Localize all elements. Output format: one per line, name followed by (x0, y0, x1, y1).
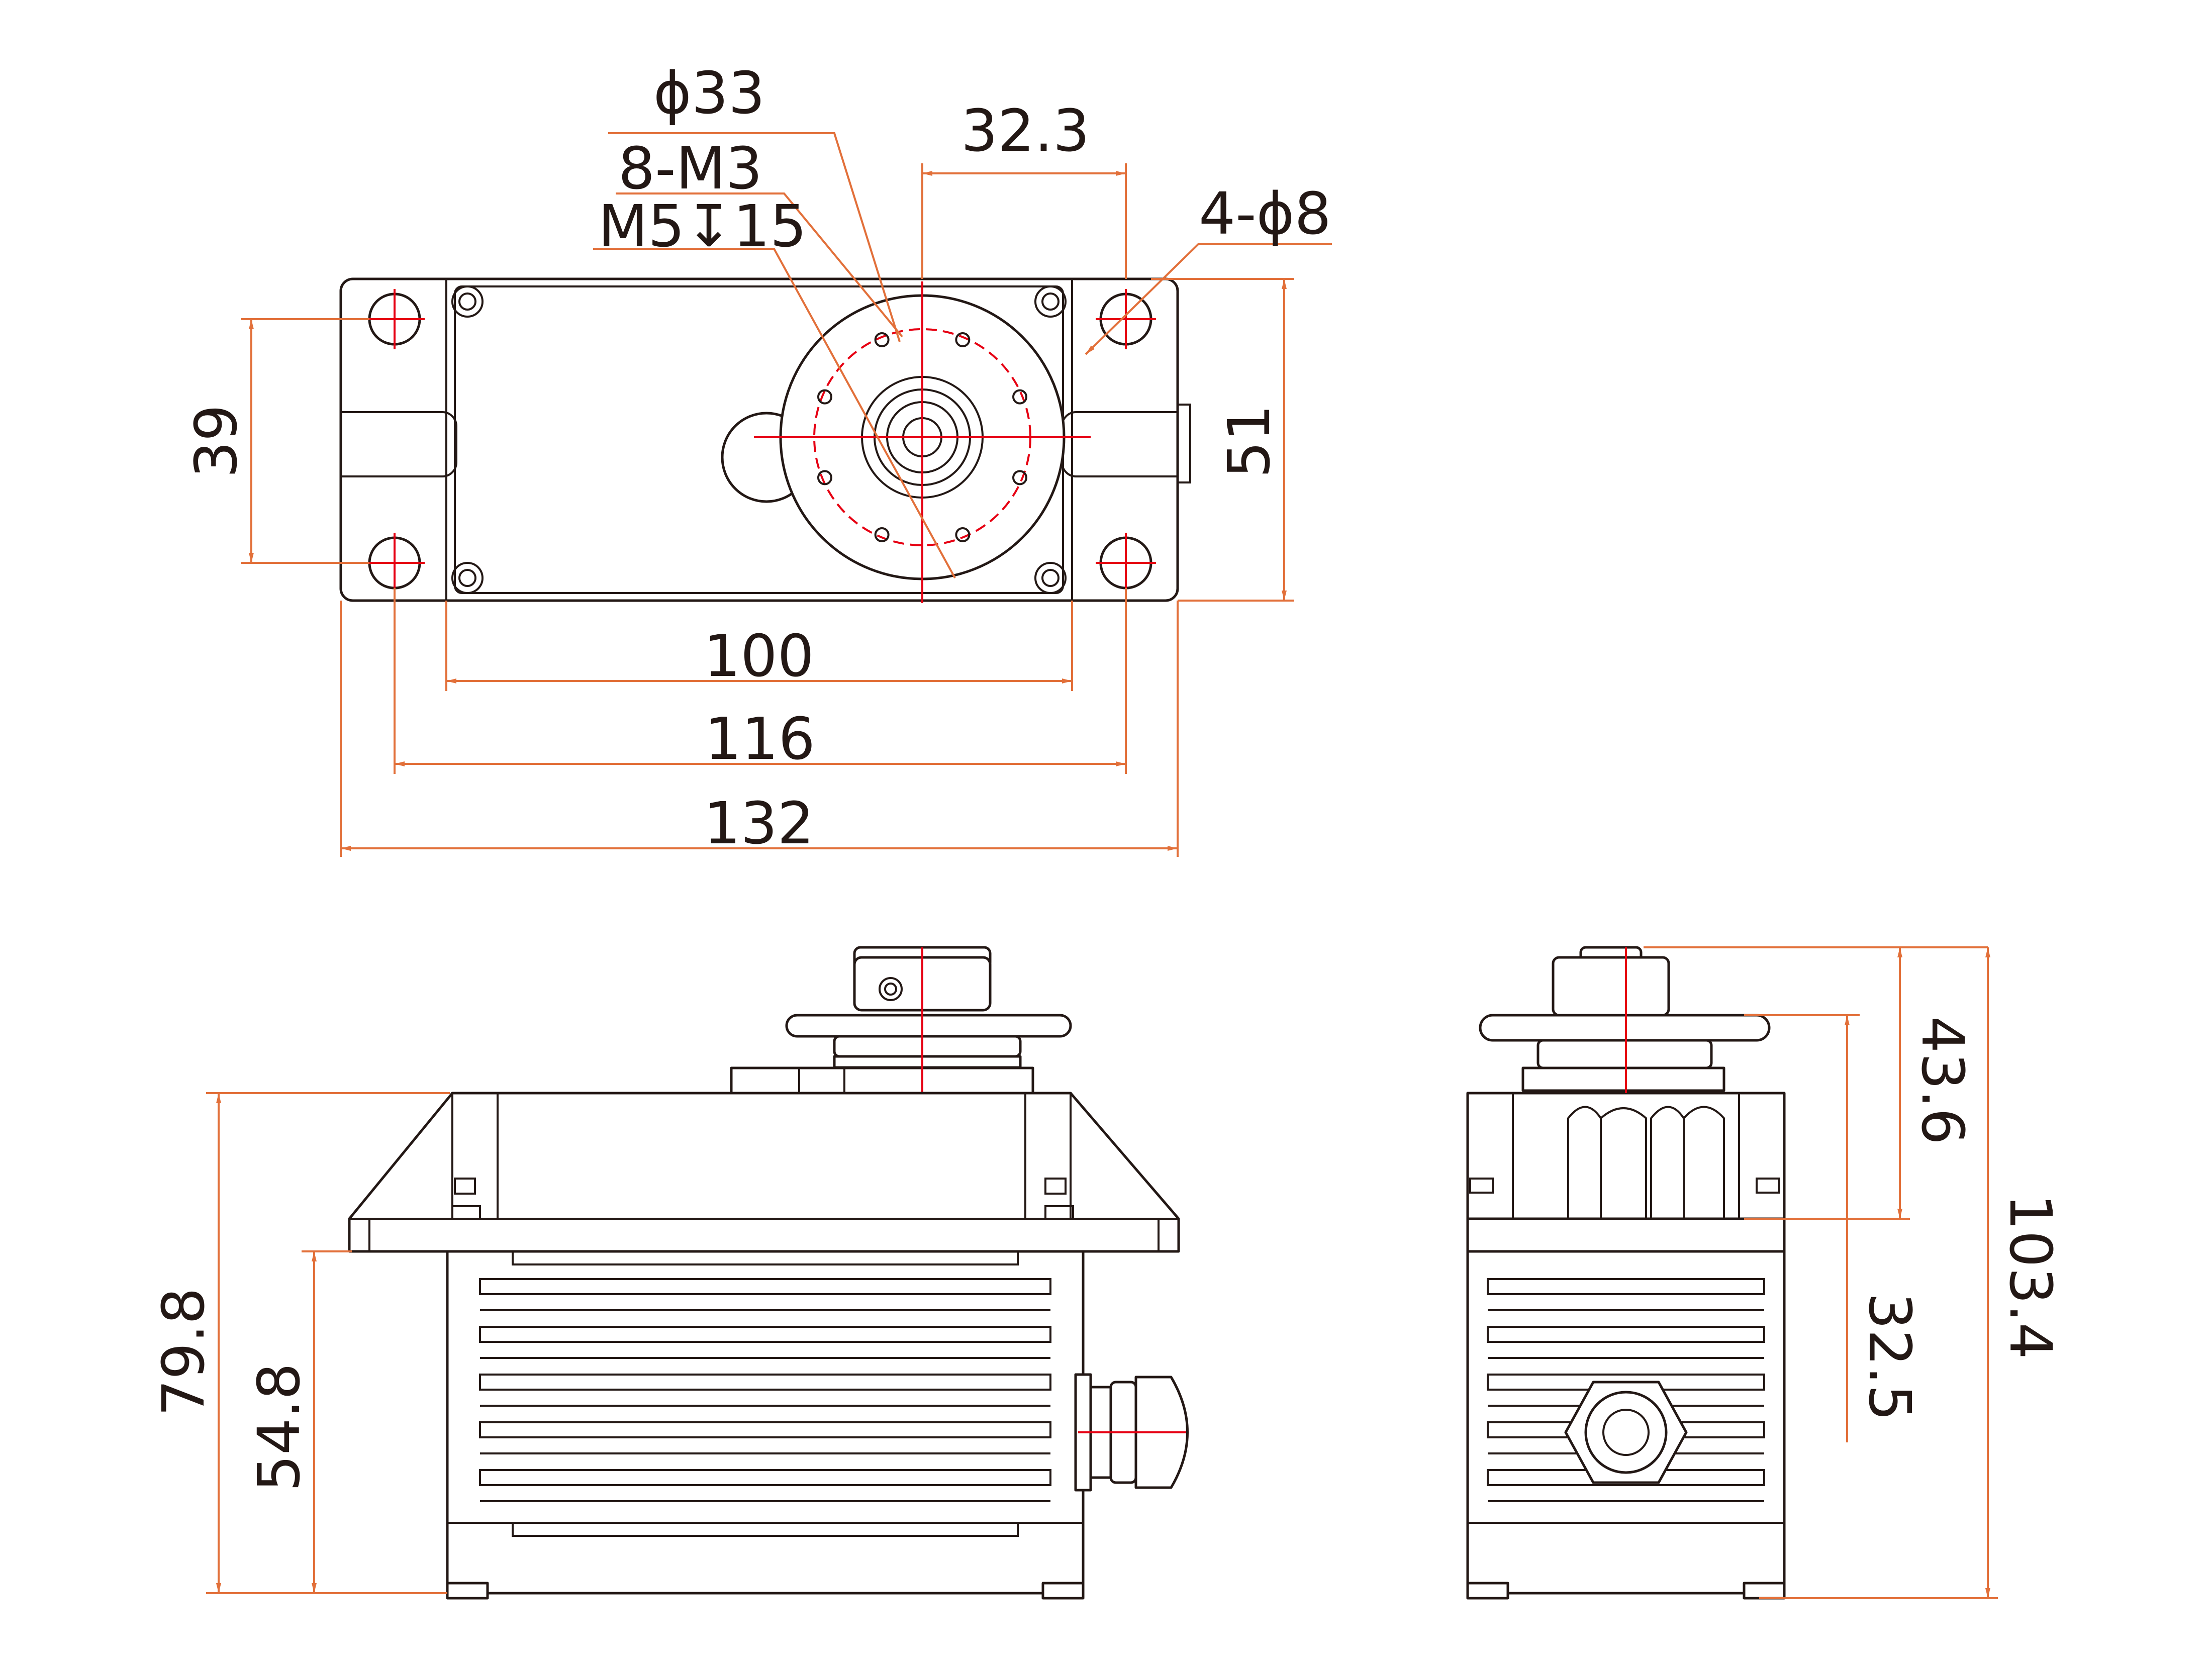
thread-hole-icon (1012, 389, 1028, 405)
horn-thread-holes (817, 332, 1028, 543)
cooling-fins (479, 1278, 1051, 1502)
cooling-fins (1487, 1278, 1765, 1502)
screw-icon (451, 285, 484, 318)
front-upper-housing (348, 1092, 1180, 1253)
screw-icon (1034, 285, 1067, 318)
thread-hole-icon (817, 470, 832, 485)
right-flange-slot (1061, 411, 1178, 477)
leader-line (593, 248, 956, 578)
top-view: ϕ33 8-M3 M5↧15 4-ϕ8 32.3 39 51 100 116 1… (183, 60, 1332, 857)
callout-output-diameter: ϕ33 (653, 60, 765, 127)
set-screw-icon (879, 977, 903, 1001)
left-flange-slot (341, 411, 457, 477)
dim-body-width: 51 (1216, 405, 1283, 478)
leader-line (608, 132, 901, 342)
thread-hole-icon (817, 389, 832, 405)
callout-center-thread: M5↧15 (598, 193, 807, 260)
side-view: 43.6 32.5 103.4 (1466, 946, 2064, 1600)
thread-hole-icon (874, 527, 890, 543)
dim-shaft-offset: 32.3 (961, 97, 1090, 165)
thread-hole-icon (955, 332, 971, 347)
dim-horn-height: 43.6 (1908, 1016, 1976, 1145)
dim-case-height: 32.5 (1856, 1293, 1923, 1421)
horn-disc (785, 1014, 1072, 1038)
hex-nut-icon (1564, 1381, 1688, 1484)
dim-hole-spacing-horizontal: 116 (705, 706, 815, 773)
side-horn-disc (1479, 1014, 1771, 1042)
screw-icon (451, 562, 484, 594)
thread-hole-icon (874, 332, 890, 347)
leader-line (1085, 243, 1332, 355)
callout-horn-threads: 8-M3 (618, 135, 762, 203)
dim-flange-height: 54.8 (246, 1363, 313, 1492)
dim-hole-spacing-vertical: 39 (183, 405, 250, 478)
screw-icon (1034, 562, 1067, 594)
dim-total-height: 103.4 (1996, 1194, 2064, 1359)
top-housing-rect (445, 278, 1073, 602)
dim-overall-height: 79.8 (150, 1288, 218, 1416)
thread-hole-icon (955, 527, 971, 543)
thread-hole-icon (1012, 470, 1028, 485)
front-view: 79.8 54.8 (150, 946, 1189, 1600)
right-connector-nub (1178, 404, 1191, 483)
dim-overall-length: 132 (704, 790, 814, 857)
callout-mount-holes: 4-ϕ8 (1199, 180, 1331, 248)
dim-inner-length: 100 (704, 623, 814, 690)
side-upper-housing (1466, 1092, 1786, 1220)
leader-line (616, 192, 903, 338)
